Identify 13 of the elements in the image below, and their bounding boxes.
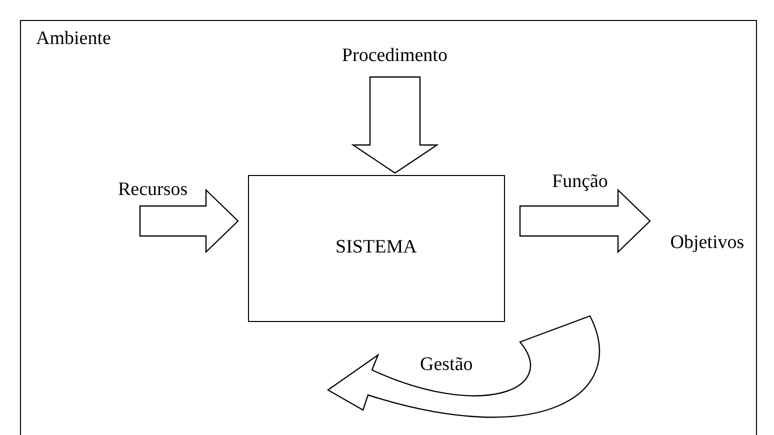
text-label: Objetivos [654, 232, 760, 258]
node-label: SISTEMA [336, 238, 417, 259]
node-label: Ambiente [36, 29, 111, 50]
text-label: Procedimento [318, 44, 472, 71]
environment-frame [20, 20, 757, 435]
block-arrow [327, 315, 600, 418]
block-arrow [139, 188, 239, 254]
block-arrow [351, 76, 439, 174]
block-arrow [519, 188, 651, 254]
edge-label: Função [552, 172, 608, 193]
edge-label: Gestão [420, 355, 473, 376]
system-box [248, 174, 505, 322]
edge-label: Recursos [118, 180, 188, 201]
